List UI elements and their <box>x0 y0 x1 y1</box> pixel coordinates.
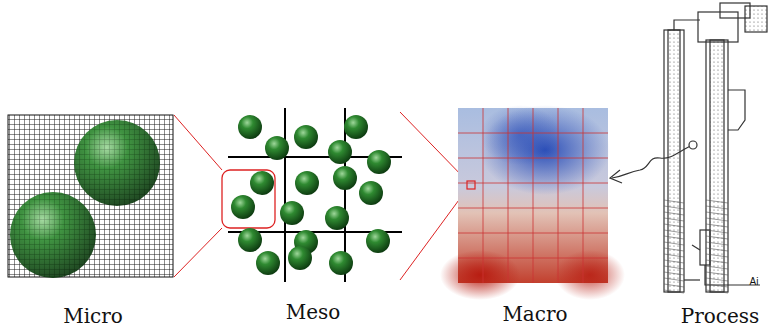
particle-sphere <box>250 171 274 195</box>
particle-sphere <box>231 195 255 219</box>
particle-sphere <box>366 229 390 253</box>
particle-sphere <box>238 115 262 139</box>
scale-label: Micro <box>63 306 123 326</box>
particle-sphere <box>294 125 318 149</box>
particle-sphere <box>325 206 349 230</box>
particle-sphere <box>280 201 304 225</box>
particle-sphere <box>329 251 353 275</box>
process-unit <box>664 3 767 292</box>
process-note: Ai <box>750 277 759 287</box>
particle-sphere <box>265 136 289 160</box>
micro-panel <box>8 115 173 278</box>
particle-sphere <box>344 115 368 139</box>
meso-panel <box>222 108 402 282</box>
particle-sphere <box>256 251 280 275</box>
particle-sphere <box>367 150 391 174</box>
particle-sphere <box>288 246 312 270</box>
particle-sphere <box>333 166 357 190</box>
particle-sphere <box>295 171 319 195</box>
particle-sphere <box>238 228 262 252</box>
scale-label: Process <box>681 306 760 326</box>
particle-sphere <box>328 140 352 164</box>
macro-panel <box>440 105 625 300</box>
scale-label: Meso <box>286 302 341 322</box>
particle-sphere <box>359 181 383 205</box>
scale-label: Macro <box>502 304 567 324</box>
